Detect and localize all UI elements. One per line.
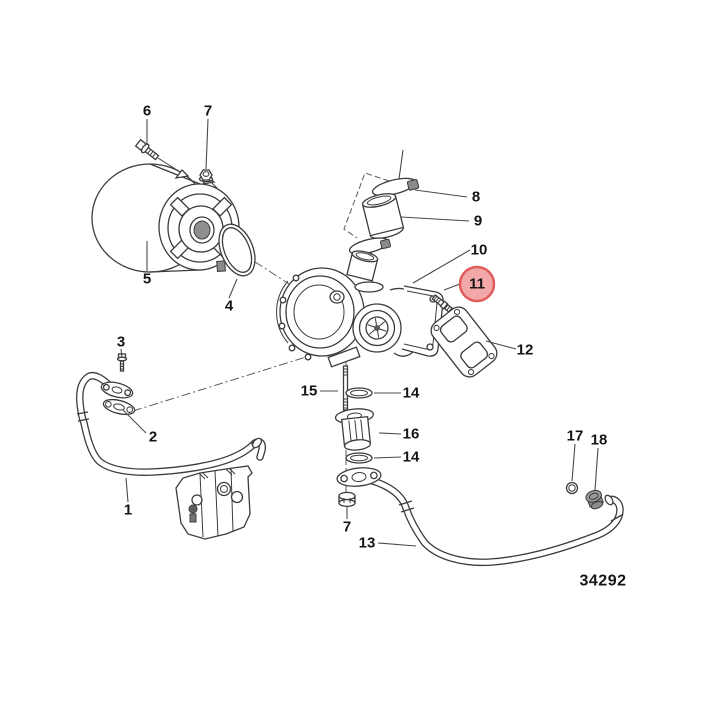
part-18-fitting bbox=[585, 489, 604, 510]
callout-11[interactable]: 11 bbox=[469, 276, 485, 293]
hose-band bbox=[77, 418, 90, 422]
filter-mesh bbox=[193, 220, 211, 240]
dashed-hose-outline bbox=[343, 172, 390, 239]
callout-14-top[interactable]: 14 bbox=[403, 385, 420, 402]
turbo-drain-boss bbox=[327, 346, 361, 368]
part-1-supply-pipe bbox=[76, 371, 266, 476]
hose-band bbox=[76, 411, 89, 415]
hose-band bbox=[610, 514, 623, 522]
part-14-seal-upper bbox=[345, 387, 373, 399]
nut-7-assembly-line bbox=[209, 180, 218, 189]
leader-1 bbox=[125, 477, 129, 503]
callout-15[interactable]: 15 bbox=[301, 383, 318, 400]
callouts: 1 2 3 4 5 6 7 8 9 10 11 12 13 14 14 15 1… bbox=[117, 103, 608, 552]
callout-7-top[interactable]: 7 bbox=[204, 103, 212, 120]
bolt-6-assembly-line bbox=[157, 157, 181, 173]
callout-6[interactable]: 6 bbox=[143, 103, 151, 120]
engine-block-reference bbox=[175, 465, 253, 540]
leader-13 bbox=[377, 542, 417, 547]
callout-10[interactable]: 10 bbox=[471, 242, 488, 259]
leader-14-bottom bbox=[373, 456, 402, 459]
callout-1[interactable]: 1 bbox=[124, 502, 132, 519]
highlight-ring-11 bbox=[458, 265, 496, 303]
callout-2[interactable]: 2 bbox=[149, 429, 157, 446]
hose-band bbox=[398, 500, 413, 506]
leader-2 bbox=[122, 409, 147, 434]
leader-16 bbox=[378, 432, 402, 435]
compressor-outer-arc bbox=[276, 280, 289, 344]
leader-9 bbox=[400, 216, 470, 222]
part-5-air-filter-housing bbox=[91, 163, 240, 273]
part-8-hose-clamp-lower bbox=[348, 237, 392, 255]
part-13-drain-pipe bbox=[366, 476, 624, 567]
callout-8[interactable]: 8 bbox=[472, 189, 480, 206]
part-7-nut-bottom bbox=[338, 491, 356, 508]
leader-4 bbox=[228, 278, 238, 299]
block-sensor bbox=[188, 504, 198, 514]
pipe-end-opening bbox=[604, 494, 614, 506]
callout-18[interactable]: 18 bbox=[591, 432, 608, 449]
callout-5[interactable]: 5 bbox=[143, 271, 151, 288]
part-12-gasket bbox=[430, 306, 498, 378]
callout-9[interactable]: 9 bbox=[474, 213, 482, 230]
leader-8 bbox=[414, 189, 468, 198]
leader-lines bbox=[120, 118, 599, 547]
callout-14-bottom[interactable]: 14 bbox=[403, 449, 420, 466]
pipe-end-opening bbox=[251, 437, 263, 449]
callout-4[interactable]: 4 bbox=[225, 298, 234, 315]
clamp-axis-line bbox=[398, 149, 404, 180]
pipe-1-flange bbox=[100, 381, 134, 399]
part-14-seal-lower bbox=[345, 452, 373, 464]
wheel-hub bbox=[374, 325, 380, 331]
leader-12 bbox=[485, 340, 517, 350]
part-10-turbocharger bbox=[276, 250, 444, 368]
part-16-fitting bbox=[334, 408, 374, 451]
leader-11 bbox=[443, 283, 461, 291]
callout-3[interactable]: 3 bbox=[117, 334, 125, 351]
centerline-gasket-to-turbo bbox=[132, 356, 307, 412]
callout-12[interactable]: 12 bbox=[517, 342, 534, 359]
pipe-13-flange bbox=[336, 467, 382, 487]
leader-10 bbox=[412, 249, 471, 284]
part-15-stud bbox=[342, 365, 349, 411]
part-2-gasket bbox=[102, 398, 136, 416]
drawing-number: 34292 bbox=[580, 573, 627, 590]
highlight-circle-11[interactable] bbox=[460, 267, 494, 301]
leader-17 bbox=[571, 443, 576, 482]
part-17-seal bbox=[565, 481, 579, 495]
callout-17[interactable]: 17 bbox=[567, 428, 584, 445]
housing-port bbox=[329, 290, 345, 304]
inlet-collar bbox=[354, 281, 384, 293]
block-fitting bbox=[189, 513, 197, 523]
part-8-hose-clamp-upper bbox=[371, 177, 420, 197]
callout-16[interactable]: 16 bbox=[403, 426, 420, 443]
part-7-nut-top bbox=[198, 169, 214, 183]
leader-7-top bbox=[205, 118, 209, 170]
part-9-connector-tube bbox=[361, 193, 405, 239]
part-4-clamp-ring bbox=[216, 223, 256, 277]
callout-7-bottom[interactable]: 7 bbox=[343, 519, 351, 536]
callout-13[interactable]: 13 bbox=[359, 535, 376, 552]
mount-tab bbox=[174, 169, 190, 179]
compressor-housing bbox=[279, 267, 365, 357]
turbo-inlet-neck bbox=[346, 250, 379, 282]
leader-18 bbox=[594, 447, 599, 491]
part-6-bolt bbox=[134, 138, 160, 161]
leader-3 bbox=[120, 348, 123, 359]
hose-band bbox=[400, 507, 415, 513]
